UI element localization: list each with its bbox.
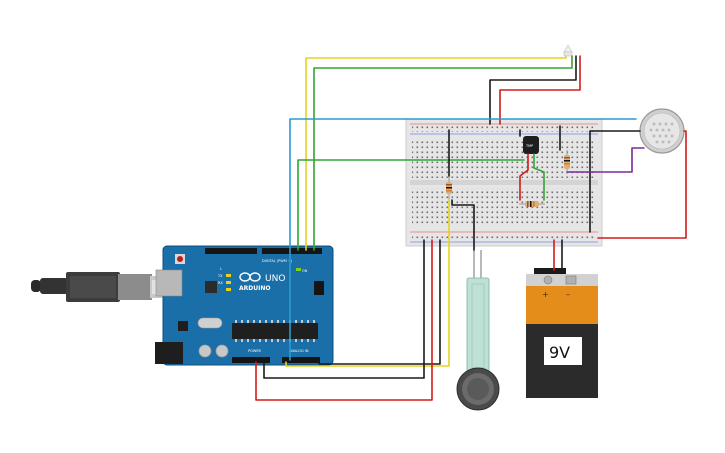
temperature-sensor[interactable]: TMP [523, 136, 539, 154]
analog-label: ANALOG IN [289, 349, 309, 353]
wire-black-piezo[interactable] [589, 130, 641, 233]
temperature-sensor-label: TMP [525, 144, 533, 148]
l-label: L [220, 267, 222, 271]
wire-red-temp[interactable] [519, 153, 529, 201]
wire-yellow-bottom[interactable] [285, 199, 450, 367]
digital-label: DIGITAL (PWM ~) [262, 259, 293, 263]
resistor-3[interactable] [564, 150, 570, 174]
resistor-2[interactable] [519, 201, 545, 207]
power-header [232, 357, 270, 363]
on-label: ON [302, 269, 308, 273]
wire-yellow-led[interactable] [305, 55, 567, 251]
wire-purple-piezo[interactable] [566, 147, 645, 173]
battery-minus-label: – [566, 290, 570, 299]
battery-plus-label: + [542, 290, 549, 299]
power-label: POWER [248, 349, 262, 353]
battery-9v[interactable]: + – 9V [526, 268, 598, 398]
arduino-brand-label: ARDUINO [239, 285, 270, 292]
wire-red-led[interactable] [499, 55, 581, 125]
battery-voltage-label: 9V [549, 343, 570, 362]
tx-label: TX [217, 274, 223, 278]
wire-red-piezo[interactable] [597, 130, 687, 239]
arduino-logo-icon [239, 272, 261, 282]
rx-label: RX [218, 281, 223, 285]
digital-header-right [262, 248, 322, 254]
wire-black-bottom-2[interactable] [263, 239, 425, 379]
wire-green-led[interactable] [313, 55, 573, 251]
wire-black-bottom-1[interactable] [317, 239, 441, 365]
digital-header-left [205, 248, 257, 254]
wire-black-force[interactable] [451, 199, 475, 251]
wire-black-led[interactable] [489, 55, 577, 125]
breadboard[interactable] [405, 118, 603, 247]
led-icon[interactable] [563, 44, 573, 57]
analog-header [282, 357, 320, 363]
arduino-model-label: UNO [265, 274, 285, 284]
wire-red-bottom[interactable] [255, 239, 433, 401]
wire-blue[interactable] [289, 118, 637, 361]
resistor-1[interactable] [446, 176, 452, 200]
piezo-buzzer-icon[interactable] [639, 108, 685, 154]
wire-green-temp-2[interactable] [533, 153, 545, 201]
arduino-uno-board[interactable]: ARDUINO UNO DIGITAL (PWM ~) POWER ANALOG… [155, 245, 334, 366]
force-sensor-icon[interactable] [456, 250, 500, 411]
